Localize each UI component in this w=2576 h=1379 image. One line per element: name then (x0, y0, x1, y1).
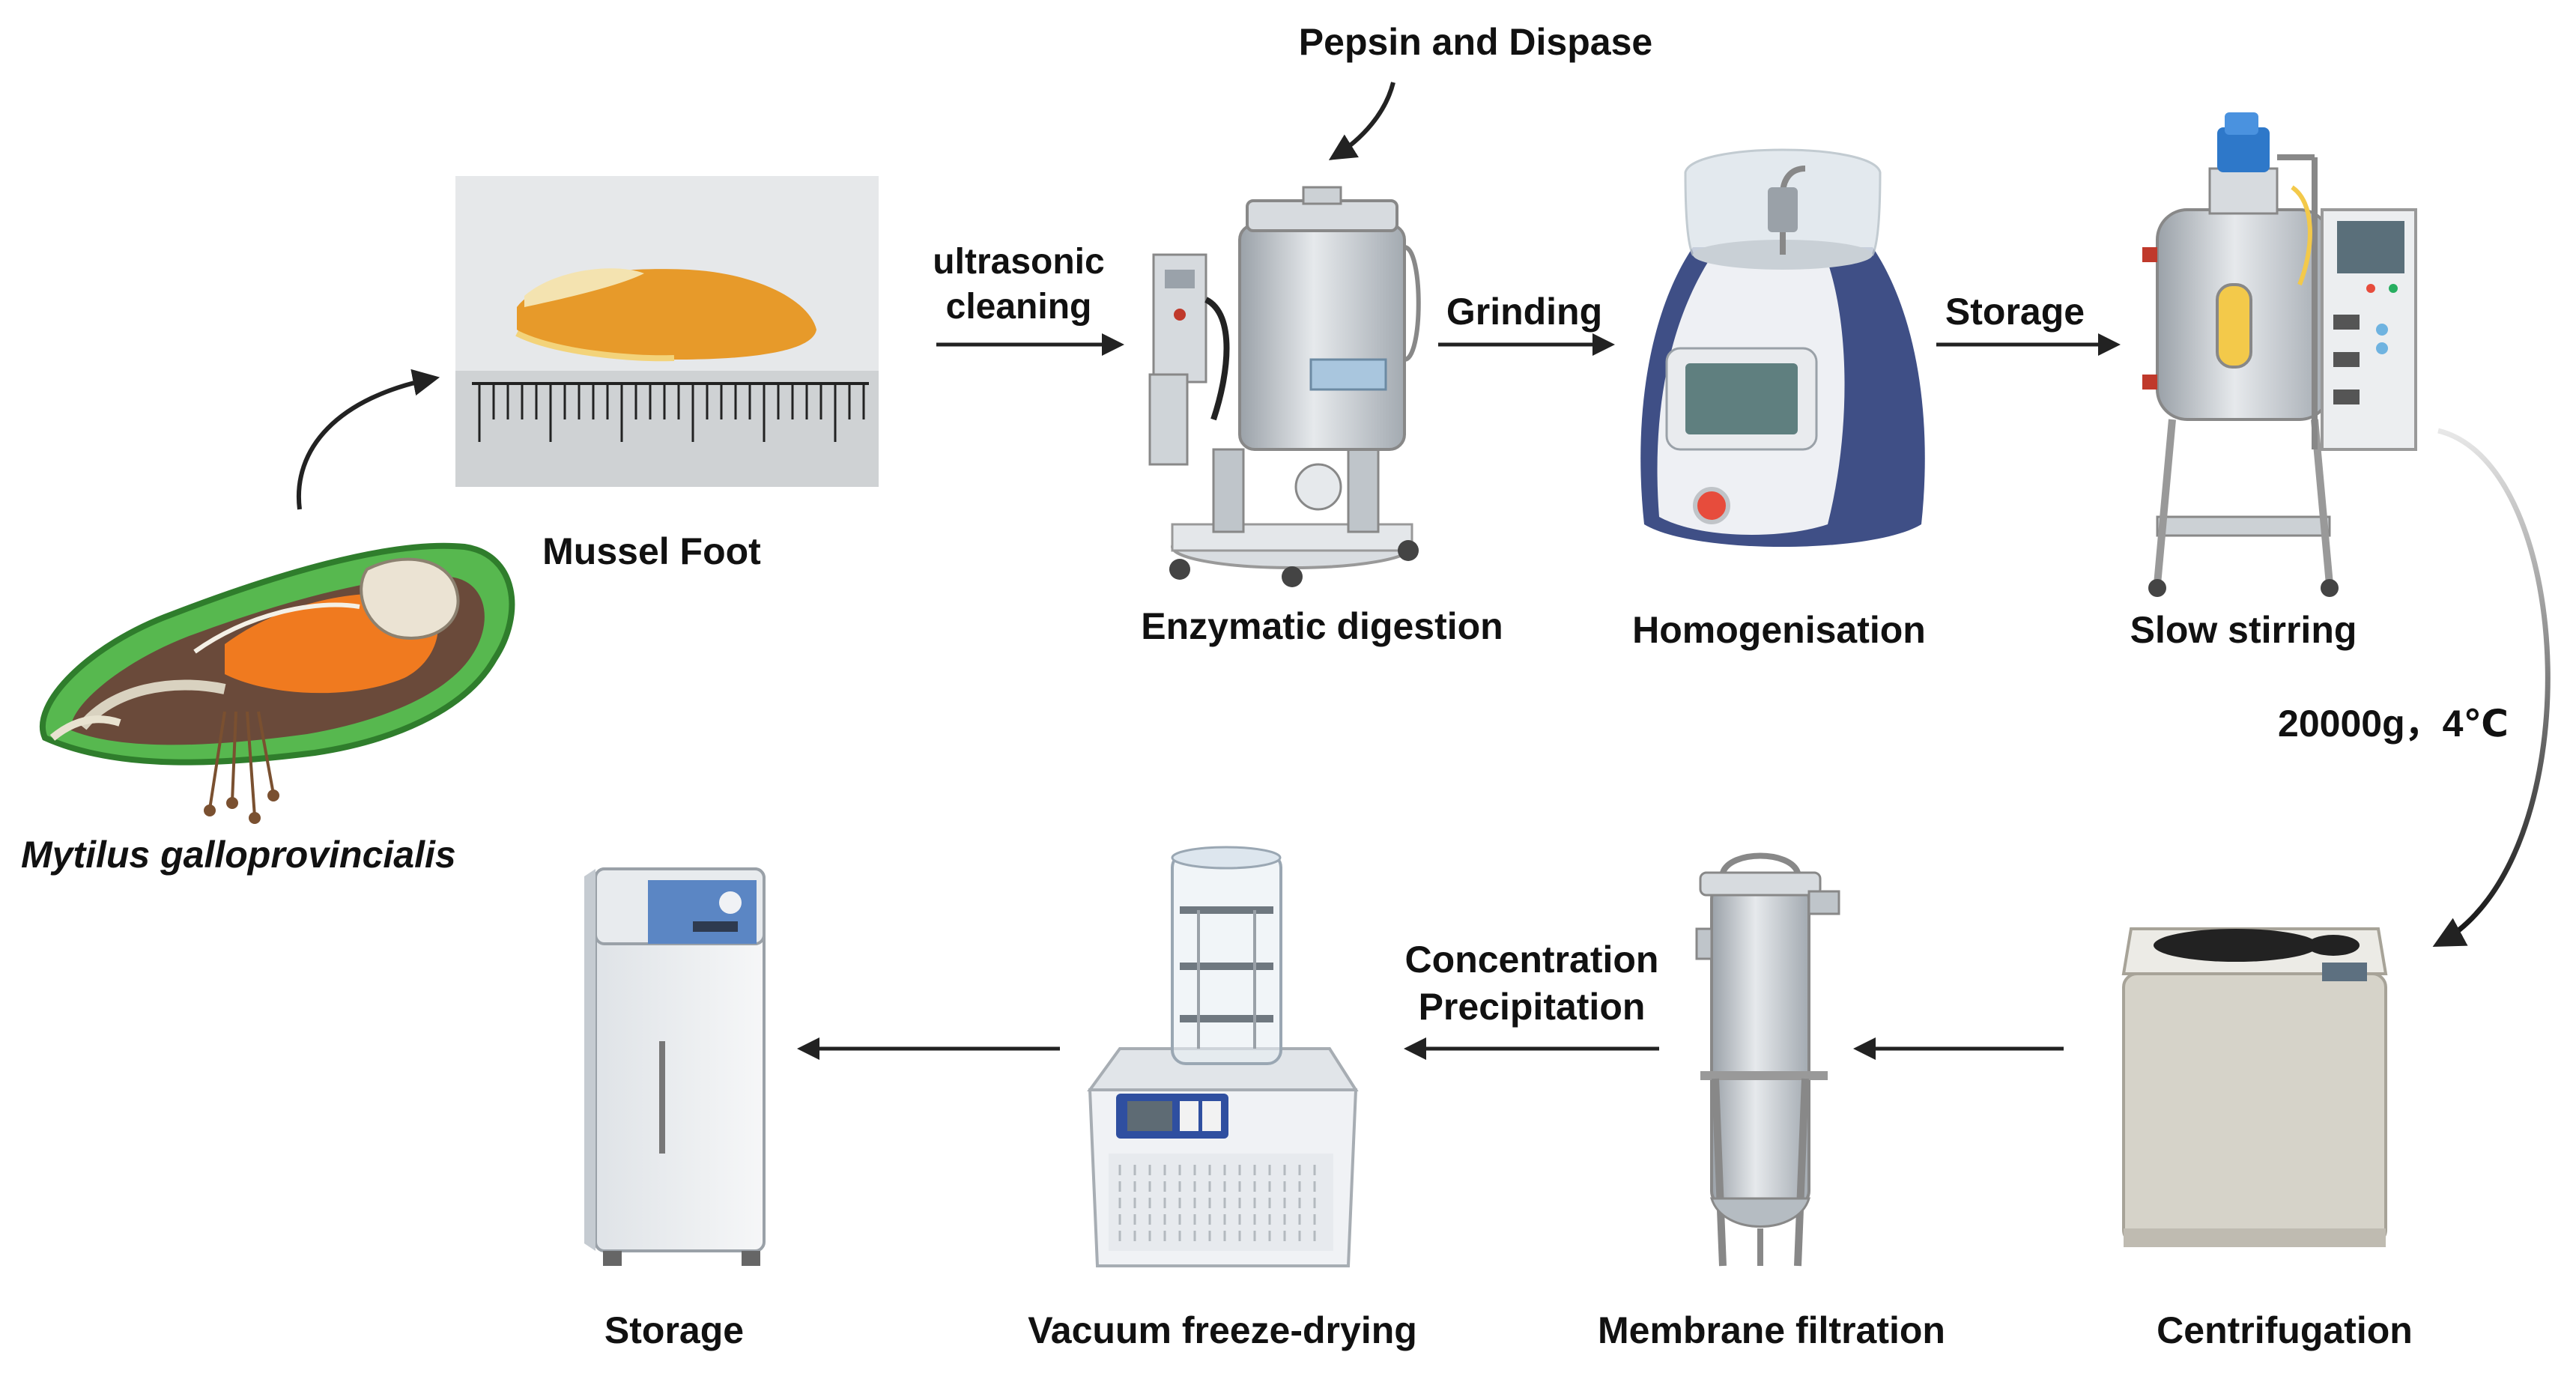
label-centrifugation: Centrifugation (2157, 1309, 2413, 1351)
label-mussel-foot: Mussel Foot (542, 530, 761, 572)
fridge-icon (584, 867, 766, 1266)
mussel-foot-photo (455, 176, 879, 487)
label-precipitation: Precipitation (1418, 985, 1646, 1028)
label-ultrasonic-cleaning: ultrasonic cleaning (933, 240, 1104, 330)
label-ultrasonic-line1: ultrasonic (933, 242, 1105, 282)
centrifuge-icon (2121, 927, 2388, 1247)
mussel-illustration (39, 542, 515, 824)
label-storage-final: Storage (604, 1309, 745, 1351)
arrow-to-centrifuge (2432, 428, 2551, 947)
label-concentration: Concentration (1404, 939, 1659, 981)
label-membrane-filtration: Membrane filtration (1598, 1309, 1945, 1351)
arrow-pepsin (1328, 82, 1395, 160)
arrow-mussel-to-foot (296, 369, 440, 510)
dryer-vents (1118, 1165, 1316, 1241)
ruler-ticks (478, 384, 865, 442)
homogeniser-icon (1640, 148, 1925, 547)
label-ultrasonic-line2: cleaning (945, 287, 1092, 327)
label-pepsin-dispase: Pepsin and Dispase (1298, 21, 1653, 63)
label-vacuum-freeze-drying: Vacuum freeze-drying (1028, 1309, 1417, 1351)
enzymatic-digester-icon (1148, 186, 1421, 587)
stirring-reactor-icon (2142, 112, 2417, 597)
label-mytilus: Mytilus galloprovincialis (21, 834, 456, 876)
label-centrifuge-conditions: 20000g，4℃ (2278, 703, 2509, 745)
label-slow-stirring: Slow stirring (2130, 609, 2357, 651)
label-storage-step: Storage (1945, 291, 2085, 333)
membrane-filter-icon (1695, 852, 1840, 1267)
freeze-dryer-icon (1087, 846, 1359, 1267)
label-enzymatic-digestion: Enzymatic digestion (1141, 605, 1503, 647)
label-grinding: Grinding (1446, 291, 1603, 333)
label-homogenisation: Homogenisation (1632, 609, 1926, 651)
label-concentration-precipitation: Concentration Precipitation (1405, 936, 1659, 1030)
